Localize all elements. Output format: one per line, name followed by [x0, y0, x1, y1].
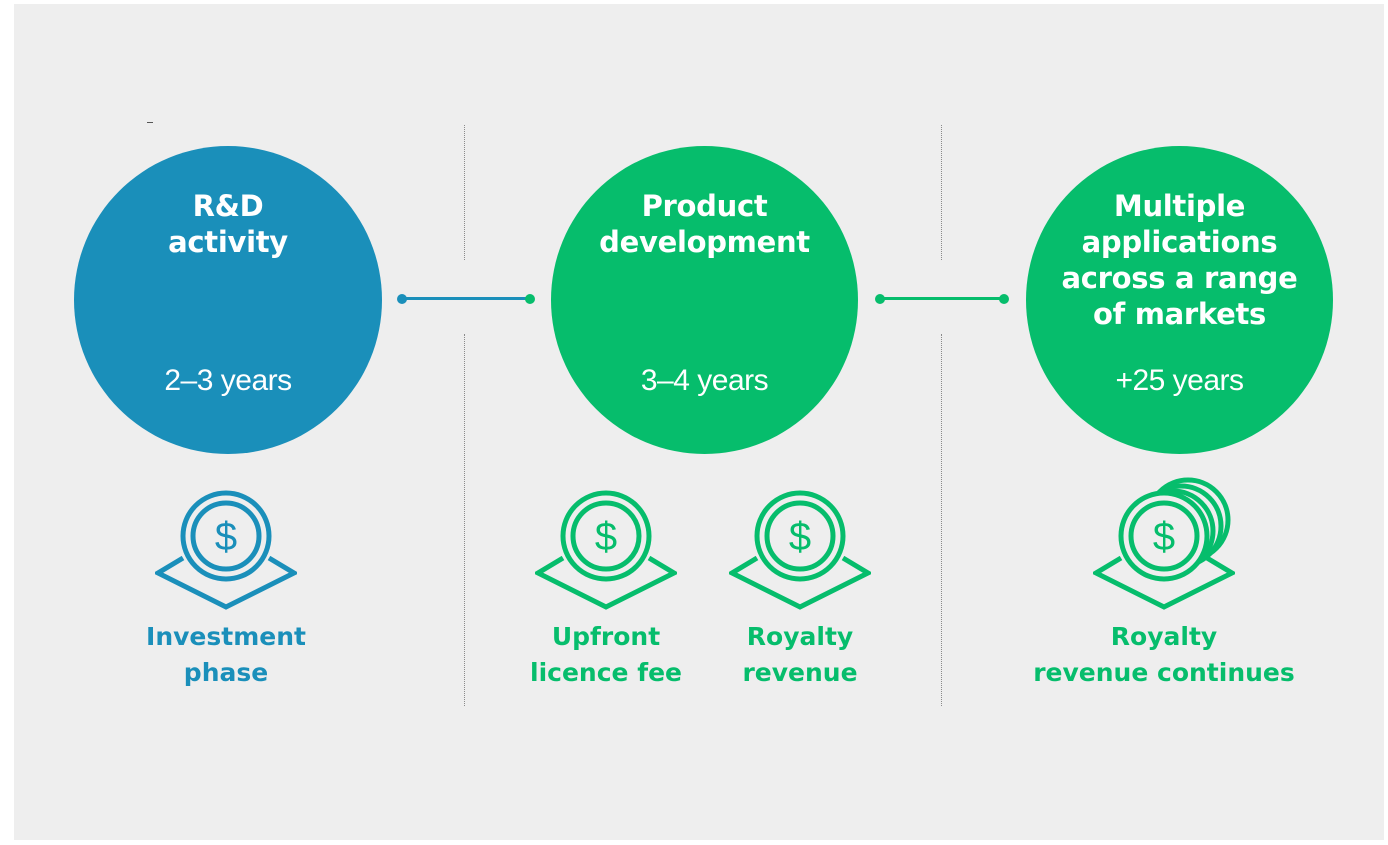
stage-product-development: Product development 3–4 years	[551, 146, 858, 454]
stage-duration: 3–4 years	[640, 364, 769, 397]
connector-end-dot	[525, 293, 535, 304]
connector-rd-to-product	[397, 293, 535, 304]
svg-text:$: $	[1153, 515, 1175, 559]
divider-2-bottom	[941, 334, 942, 706]
dollar-coin-in-hand-icon: $	[155, 490, 297, 610]
divider-2-top	[941, 125, 942, 260]
dollar-coin-in-hand-icon: $	[729, 490, 871, 610]
svg-text:$: $	[215, 515, 237, 559]
divider-1-top	[464, 125, 465, 260]
dollar-coin-stack-in-hand-icon: $	[1093, 477, 1235, 610]
stage-duration: 2–3 years	[164, 364, 292, 397]
stage-multiple-applications: Multiple applications across a range of …	[1026, 146, 1333, 454]
stage-rd-activity: R&D activity 2–3 years	[74, 146, 382, 454]
connector-end-dot	[999, 293, 1009, 304]
connector-start-dot	[397, 293, 407, 304]
connector-start-dot	[875, 293, 885, 304]
svg-text:$: $	[595, 515, 617, 559]
connector-product-to-markets	[875, 293, 1009, 304]
revenue-label-royalty-revenue-continues: Royalty revenue continues	[1033, 622, 1295, 687]
stage-title: Product development	[599, 189, 810, 259]
corner-mark	[147, 122, 153, 123]
divider-1-bottom	[464, 334, 465, 706]
svg-text:$: $	[789, 515, 811, 559]
dollar-coin-in-hand-icon: $	[535, 490, 677, 610]
revenue-label-royalty-revenue: Royalty revenue	[742, 622, 858, 687]
revenue-label-investment-phase: Investment phase	[146, 622, 306, 687]
stage-title: Multiple applications across a range of …	[1061, 189, 1298, 331]
stage-duration: +25 years	[1115, 364, 1244, 397]
revenue-label-upfront-licence-fee: Upfront licence fee	[530, 622, 682, 687]
stage-title: R&D activity	[168, 189, 288, 259]
